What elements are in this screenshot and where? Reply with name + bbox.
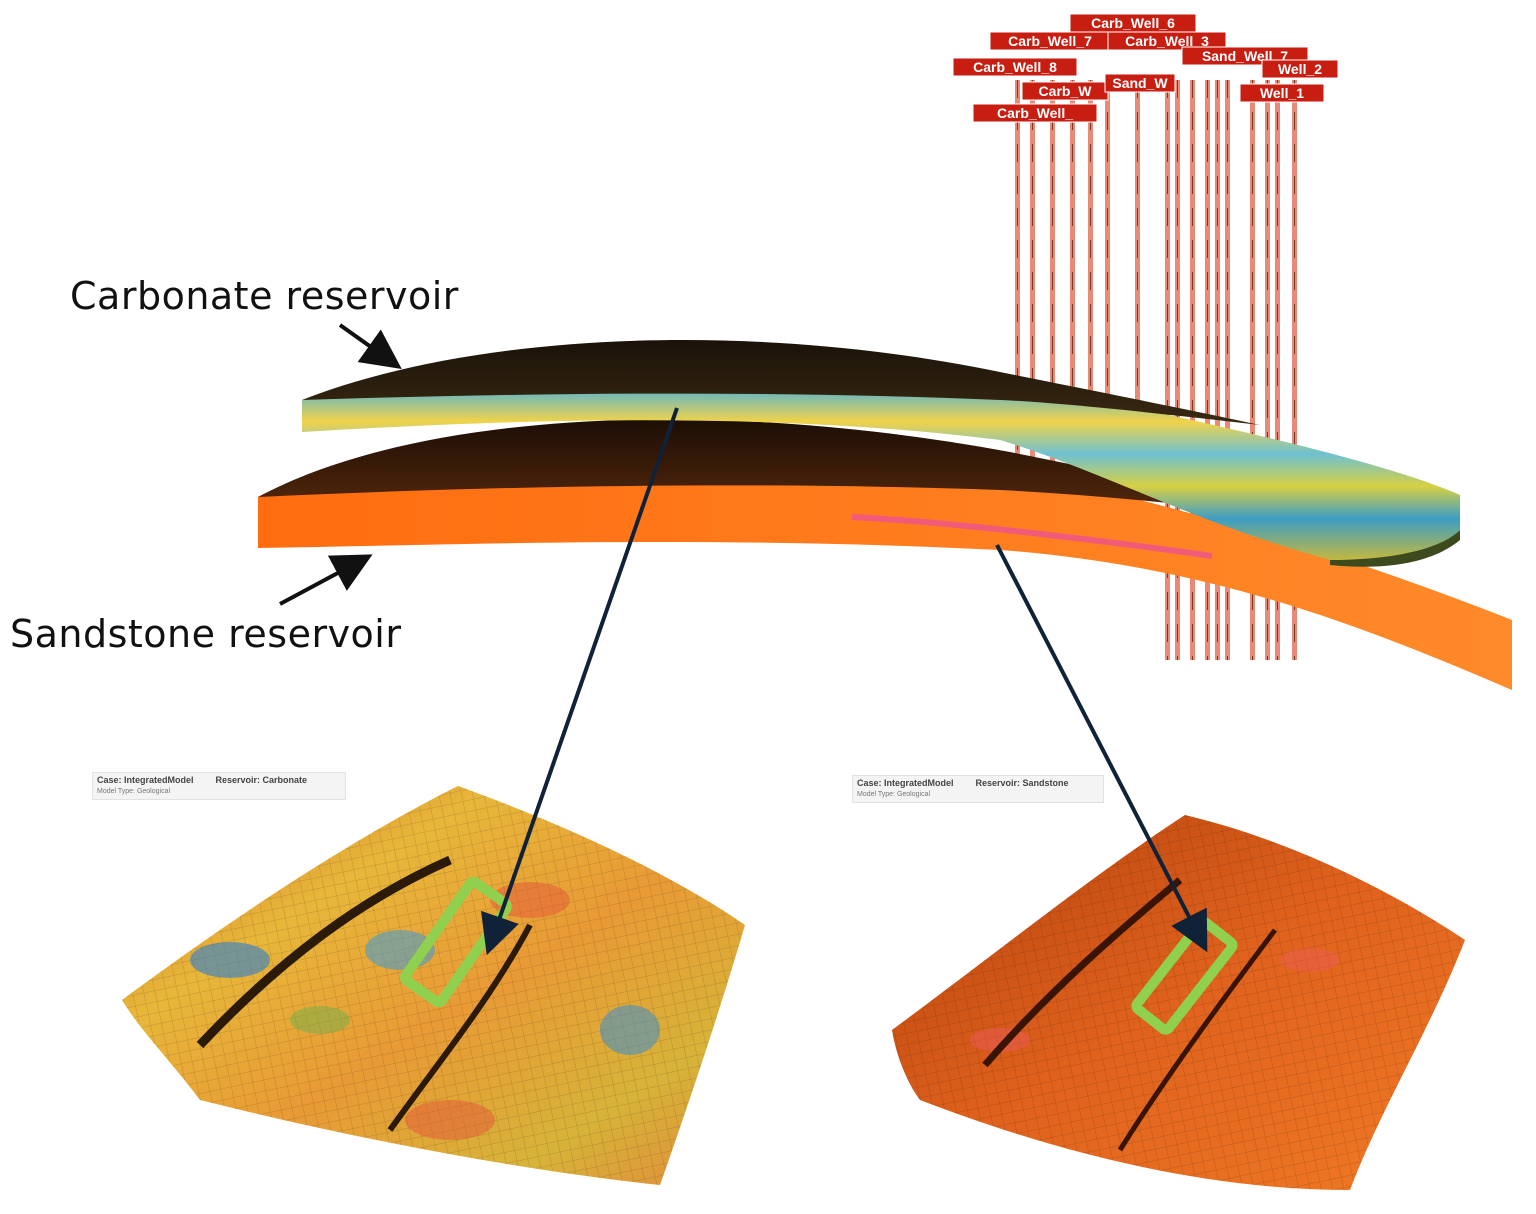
carbonate-case: Case: IntegratedModel [97, 775, 194, 785]
carbonate-reservoir-model [302, 339, 1460, 567]
well-label: Carb_Well_3 [1107, 31, 1227, 51]
well-label: Carb_Well_6 [1069, 13, 1197, 33]
sandstone-link-arrow [995, 544, 1208, 953]
carbonate-reservoir-label: Carbonate reservoir [70, 274, 459, 318]
sandstone-reservoir-label: Sandstone reservoir [10, 612, 402, 656]
carbonate-model-type: Model Type: Geological [97, 788, 171, 795]
well-label-text: Carb_Well_8 [973, 59, 1057, 75]
sandstone-surface-map [892, 815, 1465, 1190]
well-label-text: Well_1 [1260, 85, 1304, 101]
well-label: Well_2 [1261, 59, 1339, 79]
sandstone-reservoir-model [258, 419, 1512, 690]
well-label: Carb_Well_8 [952, 57, 1078, 77]
sandstone-pointer-arrow [279, 554, 373, 606]
well-label-text: Carb_Well_3 [1125, 33, 1209, 49]
well-label-text: Carb_W [1039, 83, 1093, 99]
well-label-text: Well_2 [1278, 61, 1322, 77]
carbonate-map-caption: Case: IntegratedModel Reservoir: Carbonat… [92, 772, 346, 800]
carbonate-pointer-arrow [338, 323, 402, 369]
well-label: Carb_Well_7 [989, 31, 1111, 51]
well-label-text: Carb_Well_6 [1091, 15, 1175, 31]
sandstone-case: Case: IntegratedModel [857, 778, 954, 788]
carbonate-link-arrow [480, 407, 679, 956]
carbonate-surface-map [122, 786, 745, 1185]
well-label-text: Sand_W [1112, 75, 1168, 91]
sandstone-model-type: Model Type: Geological [857, 791, 931, 798]
well-label: Sand_W [1104, 73, 1176, 93]
well-label: Carb_W [1021, 81, 1109, 101]
well-label-text: Carb_Well_ [997, 105, 1073, 121]
sandstone-reservoir: Reservoir: Sandstone [975, 778, 1069, 788]
well-label: Carb_Well_ [972, 103, 1098, 123]
well-label-text: Carb_Well_7 [1008, 33, 1092, 49]
sandstone-map-caption: Case: IntegratedModel Reservoir: Sandston… [852, 775, 1104, 803]
well-label: Well_1 [1239, 83, 1325, 103]
carbonate-reservoir: Reservoir: Carbonate [215, 775, 308, 785]
